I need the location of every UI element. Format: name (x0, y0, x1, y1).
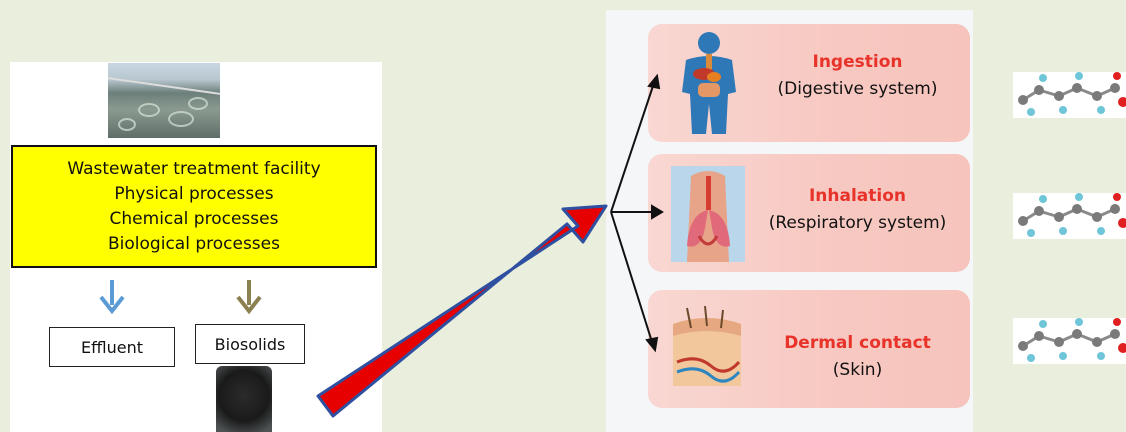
effluent-arrow (101, 280, 123, 311)
big-red-arrow (318, 206, 606, 416)
exposure-branch-arrows (611, 76, 662, 350)
biosolids-arrow (238, 280, 260, 311)
